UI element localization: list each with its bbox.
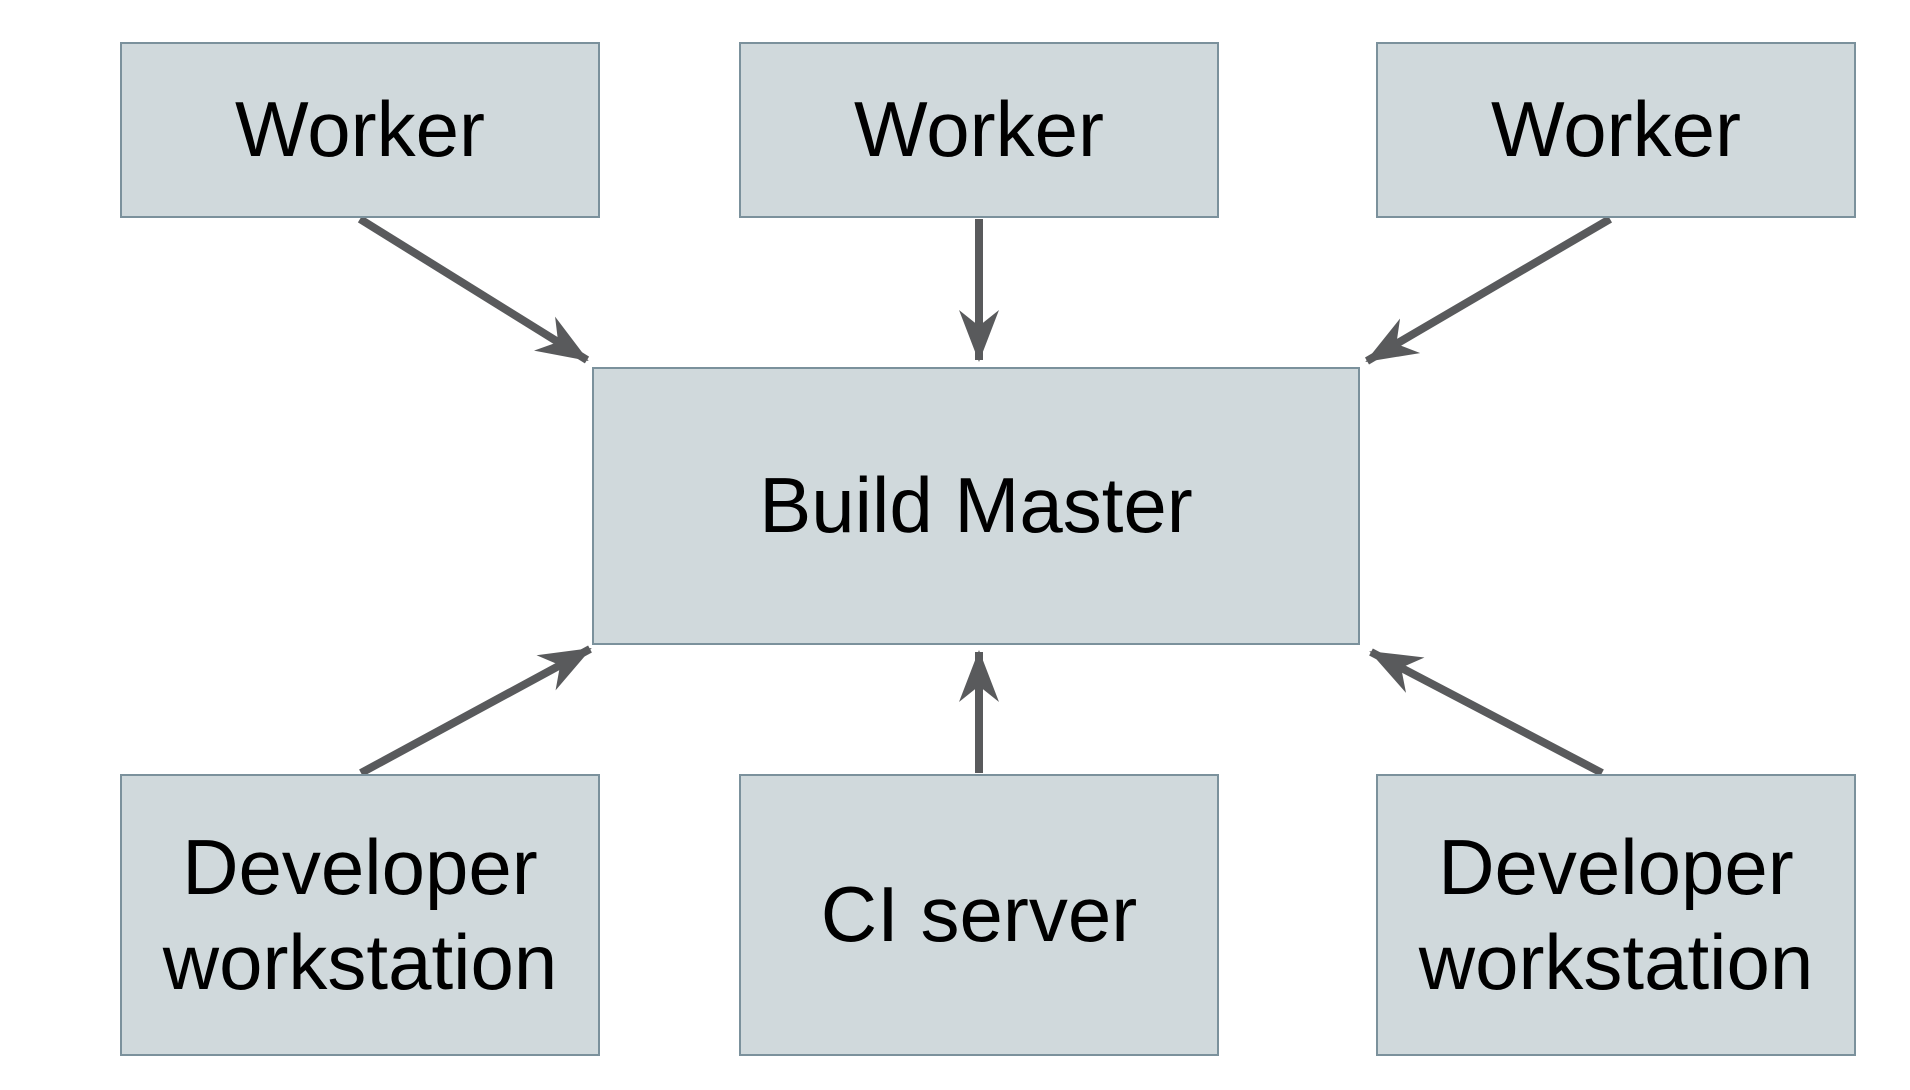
node-build-master-label: Build Master (759, 461, 1193, 550)
node-worker-2-label: Worker (854, 85, 1104, 174)
arrow-devws-right-to-build-master-icon (1369, 648, 1604, 777)
node-developer-workstation-right-label: Developer workstation (1418, 822, 1814, 1006)
node-worker-3: Worker (1376, 42, 1856, 218)
node-ci-server: CI server (739, 774, 1219, 1056)
arrow-devws-left-to-build-master-icon (359, 645, 592, 777)
node-developer-workstation-left-label: Developer workstation (162, 822, 558, 1006)
node-worker-3-label: Worker (1491, 85, 1741, 174)
arrow-worker-1-to-build-master-icon (357, 215, 590, 364)
node-ci-server-label: CI server (820, 870, 1138, 959)
node-worker-1-label: Worker (235, 85, 485, 174)
node-build-master: Build Master (592, 367, 1360, 645)
arrow-worker-3-to-build-master-icon (1364, 215, 1613, 365)
node-worker-2: Worker (739, 42, 1219, 218)
node-developer-workstation-right: Developer workstation (1376, 774, 1856, 1056)
node-developer-workstation-left: Developer workstation (120, 774, 600, 1056)
node-worker-1: Worker (120, 42, 600, 218)
